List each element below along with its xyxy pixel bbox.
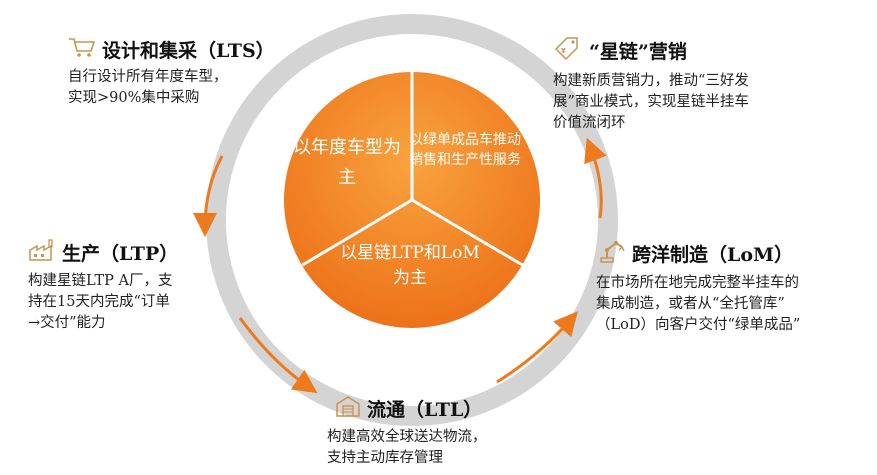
price-tag-icon: ¥ (553, 36, 583, 65)
lts-desc-line-2: 实现>90%集中采购 (68, 90, 200, 106)
arrow-ltl-to-lom (496, 311, 578, 384)
ltp-block: 生产（LTP） 构建星链LTP A厂，支 持在15天内完成“订单 →交付”能力 (28, 238, 178, 334)
lom-desc-line-1: 在市场所在地完成完整半挂车的 (596, 275, 799, 291)
pie-segment-ltp-lom: 以星链LTP和LoM为主 (340, 243, 480, 288)
lts-block: 设计和集采（LTS） 自行设计所有年度车型， 实现>90%集中采购 (68, 36, 275, 109)
arrow-lts-to-ltp (193, 155, 224, 237)
pie-segment-green-order: 以绿单成品车推动销售和生产性服务 (409, 132, 521, 168)
ltp-desc-line-3: →交付”能力 (28, 315, 106, 331)
arrow-ltp-to-ltl (238, 317, 318, 394)
lts-desc-line-1: 自行设计所有年度车型， (68, 69, 228, 85)
ltl-desc-line-1: 构建高效全球送达物流， (327, 429, 487, 445)
ltp-title: 生产（LTP） (62, 243, 179, 265)
arrow-lom-to-marketing (584, 137, 607, 219)
marketing-title: “星链”营销 (589, 41, 687, 63)
ltp-desc-line-1: 构建星链LTP A厂，支 (28, 273, 173, 289)
lom-title: 跨洋制造（LoM） (632, 244, 794, 266)
lts-title: 设计和集采（LTS） (102, 40, 275, 62)
shopping-cart-icon (68, 36, 96, 63)
marketing-desc-line-1: 构建新质营销力，推动“三好发 (553, 73, 749, 89)
lom-block: 跨洋制造（LoM） 在市场所在地完成完整半挂车的 集成制造，或者从“全托管库” … (596, 238, 800, 336)
flow-arrows (193, 137, 607, 394)
robot-arm-icon (598, 238, 626, 269)
lom-desc-line-3: （LoD）向客户交付“绿单成品” (596, 317, 801, 333)
marketing-desc-line-3: 价值流闭环 (553, 115, 626, 131)
center-pie (284, 72, 540, 328)
ltl-title: 流通（LTL） (367, 399, 483, 421)
pie-segment-annual-models: 以年度车型为主 (293, 137, 401, 188)
marketing-desc-line-2: 展”商业模式，实现星链半挂车 (553, 94, 749, 110)
ltp-desc-line-2: 持在15天内完成“订单 (28, 294, 170, 310)
ltl-desc-line-2: 支持主动库存管理 (327, 450, 443, 466)
lom-desc-line-2: 集成制造，或者从“全托管库” (596, 296, 785, 312)
marketing-block: ¥ “星链”营销 构建新质营销力，推动“三好发 展”商业模式，实现星链半挂车 价… (553, 36, 749, 134)
warehouse-icon (335, 394, 361, 423)
ltl-block: 流通（LTL） 构建高效全球送达物流， 支持主动库存管理 (327, 394, 487, 469)
factory-icon (28, 238, 56, 267)
svg-text:¥: ¥ (561, 47, 566, 55)
